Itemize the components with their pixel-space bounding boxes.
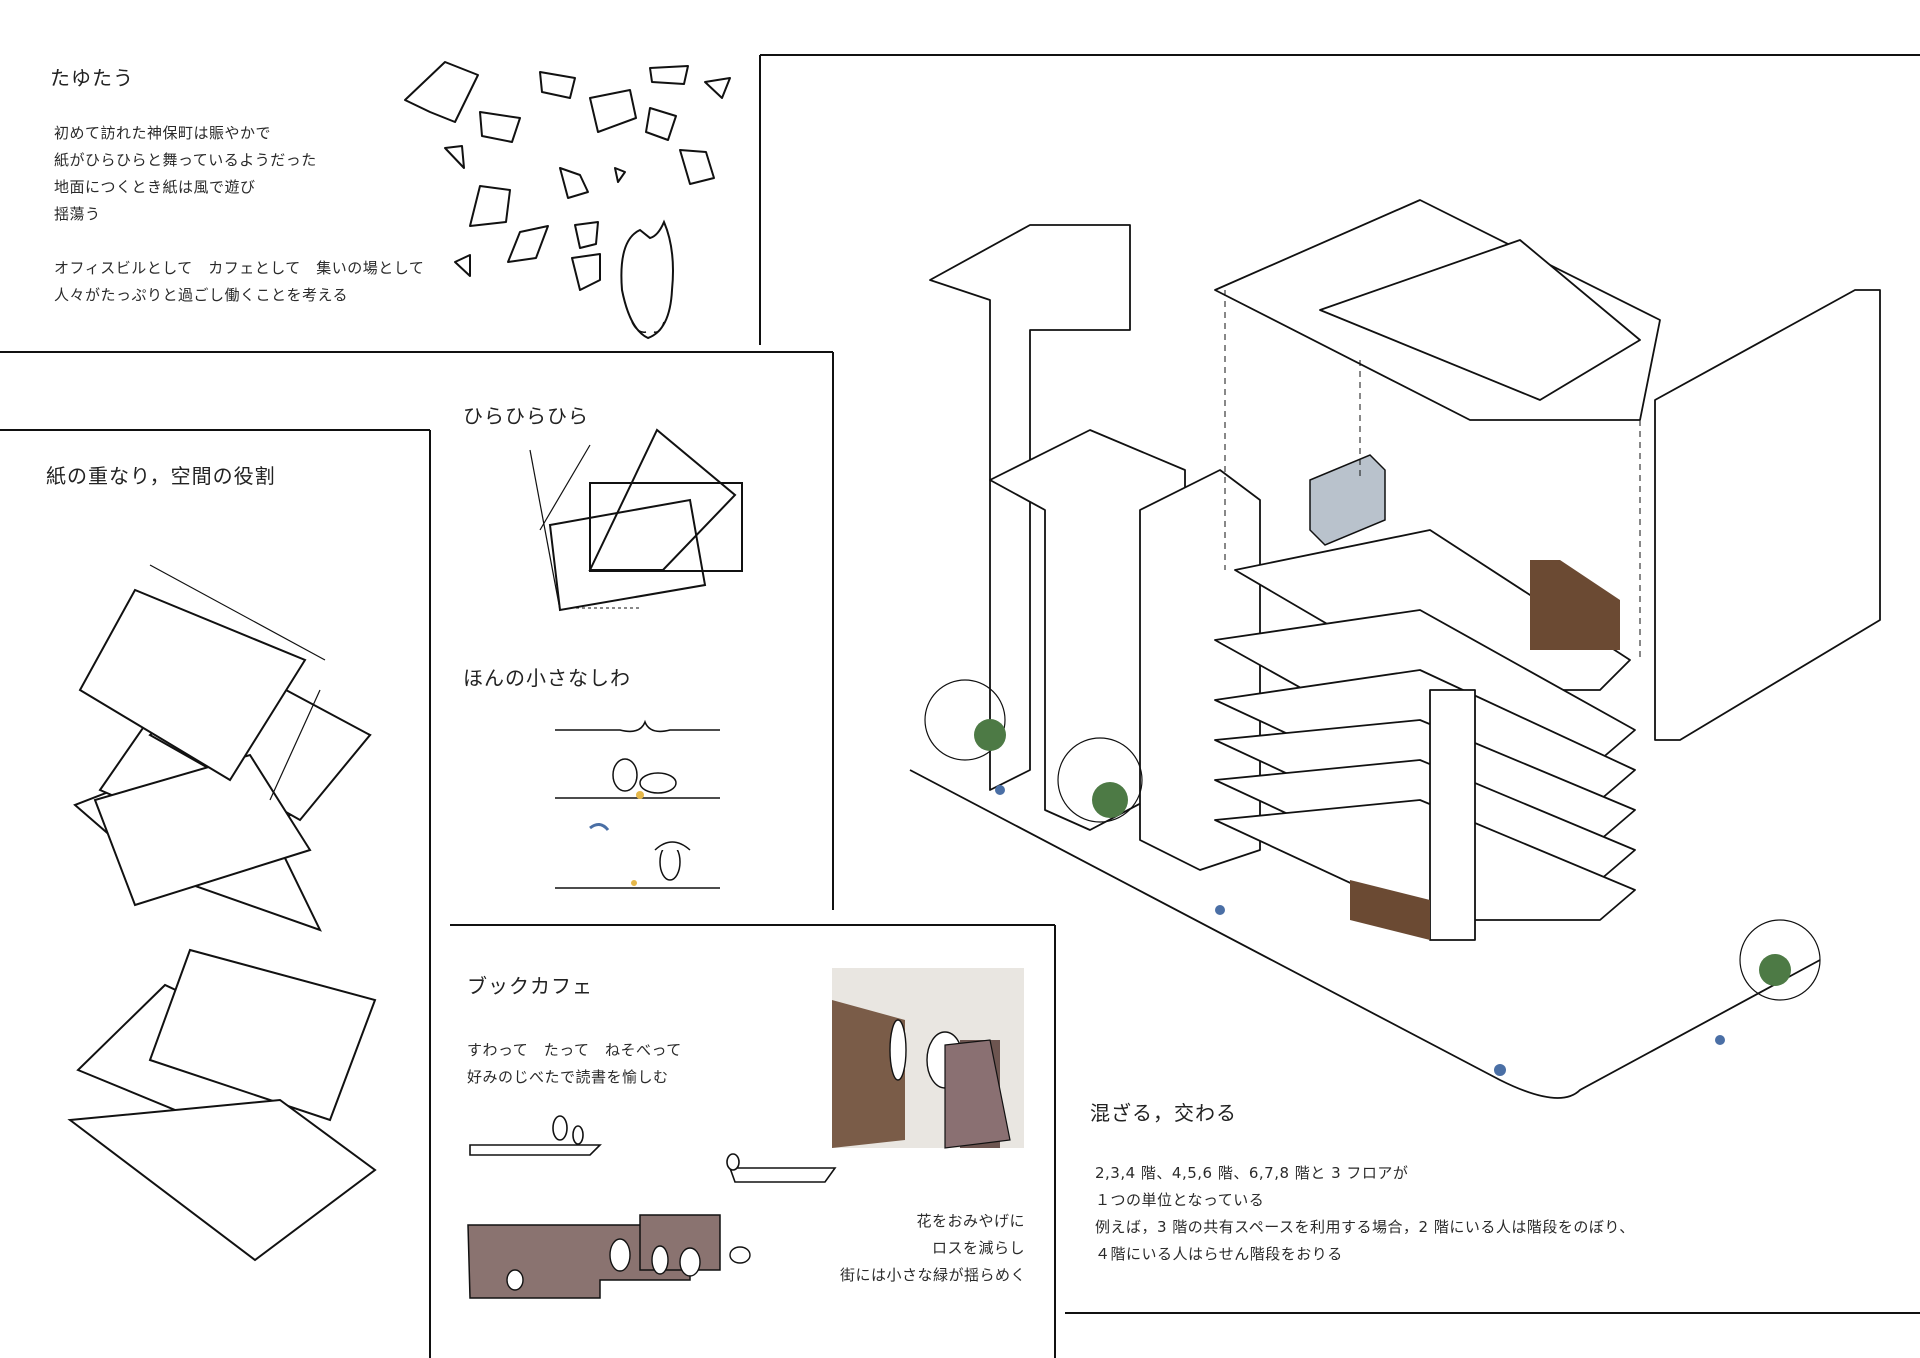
mix-line: 2,3,4 階、4,5,6 階、6,7,8 階と 3 フロアが <box>1095 1164 1409 1182</box>
intro-line: オフィスビルとして カフェとして 集いの場として <box>54 259 425 277</box>
mix-line: １つの単位となっている <box>1095 1191 1265 1209</box>
mix-line: ４階にいる人はらせん階段をおりる <box>1095 1245 1343 1263</box>
intro-line: 揺蕩う <box>54 205 101 223</box>
mix-text: 2,3,4 階、4,5,6 階、6,7,8 階と 3 フロアが １つの単位となっ… <box>1095 1160 1635 1268</box>
hira-panel-subtitle: ほんの小さなしわ <box>463 666 631 690</box>
intro-text: 初めて訪れた神保町は賑やかで 紙がひらひらと舞っているようだった 地面につくとき… <box>54 120 424 309</box>
flower-line: ロスを減らし <box>931 1239 1025 1257</box>
flower-text: 花をおみやげに ロスを減らし 街には小さな緑が揺らめく <box>840 1208 1027 1289</box>
mix-panel-title: 混ざる，交わる <box>1090 1101 1237 1125</box>
intro-title: たゆたう <box>50 66 134 90</box>
intro-line: 人々がたっぷりと過ごし働くことを考える <box>54 286 349 304</box>
intro-line: 地面につくとき紙は風で遊び <box>54 178 256 196</box>
tree-icon <box>924 679 1821 1001</box>
flower-line: 花をおみやげに <box>916 1212 1025 1230</box>
cafe-panel-title: ブックカフェ <box>467 974 593 998</box>
cafe-line: すわって たって ねそべって <box>467 1041 682 1059</box>
paper-panel-title: 紙の重なり，空間の役割 <box>46 464 276 488</box>
intro-line: 初めて訪れた神保町は賑やかで <box>54 124 272 142</box>
mix-line: 例えば，3 階の共有スペースを利用する場合，2 階にいる人は階段をのぼり、 <box>1095 1218 1635 1236</box>
intro-line: 紙がひらひらと舞っているようだった <box>54 151 317 169</box>
hira-panel-title: ひらひらひら <box>463 404 589 428</box>
cafe-line: 好みのじべたで読書を愉しむ <box>467 1068 669 1086</box>
cafe-text: すわって たって ねそべって 好みのじべたで読書を愉しむ <box>467 1037 682 1091</box>
flower-line: 街には小さな緑が揺らめく <box>840 1266 1027 1284</box>
